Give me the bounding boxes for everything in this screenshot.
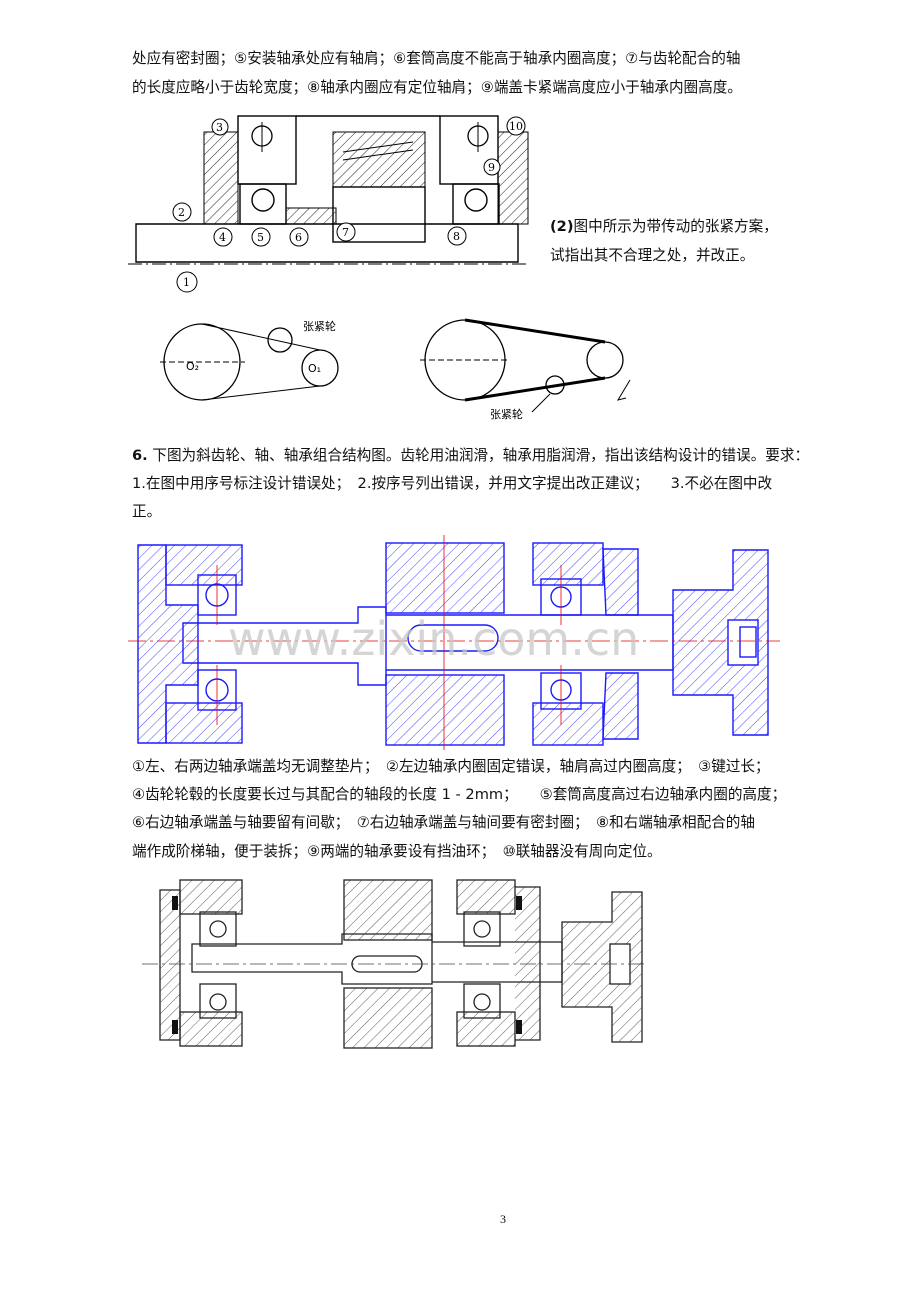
svg-text:5: 5 bbox=[257, 231, 264, 244]
callout-6: 6 bbox=[289, 227, 309, 247]
svg-text:2: 2 bbox=[178, 206, 185, 219]
callout-1: 1 bbox=[176, 271, 198, 293]
figure-gear-shaft-assembly-corrected bbox=[142, 879, 647, 1049]
figure-gear-shaft-assembly-error: www.zixin.com.cn bbox=[128, 535, 780, 750]
question-6-line: 6. 下图为斜齿轮、轴、轴承组合结构图。齿轮用油润滑，轴承用脂润滑，指出该结构设… bbox=[132, 442, 809, 469]
tensioner-label: 张紧轮 bbox=[303, 319, 336, 333]
question-number: (2) bbox=[550, 218, 574, 235]
question-2-line: 试指出其不合理之处，并改正。 bbox=[550, 247, 755, 264]
svg-text:6: 6 bbox=[295, 231, 302, 244]
figure-bearing-assembly: 1 2 3 4 5 6 7 8 9 10 bbox=[128, 115, 529, 293]
callout-5: 5 bbox=[251, 227, 271, 247]
page-number: 3 bbox=[500, 1212, 506, 1226]
callout-10: 10 bbox=[506, 116, 526, 136]
figure-belt-tensioner: O₂ O₁ 张紧轮 张紧轮 bbox=[160, 318, 631, 421]
question-6-line: 正。 bbox=[132, 503, 162, 520]
question-text: 图中所示为带传动的张紧方案， bbox=[573, 218, 778, 235]
text-line: 的长度应略小于齿轮宽度；⑧轴承内圈应有定位轴肩；⑨端盖卡紧端高度应小于轴承内圈高… bbox=[132, 79, 742, 96]
answer-line: ①左、右两边轴承端盖均无调整垫片； ②左边轴承内圈固定错误，轴肩高过内圈高度； … bbox=[132, 758, 770, 775]
question-text: 下图为斜齿轮、轴、轴承组合结构图。齿轮用油润滑，轴承用脂润滑，指出该结构设计的错… bbox=[152, 447, 810, 464]
o1-label: O₁ bbox=[308, 362, 321, 375]
callout-4: 4 bbox=[213, 227, 233, 247]
question-2-line: (2)图中所示为带传动的张紧方案， bbox=[550, 213, 778, 240]
answer-line: ⑥右边轴承端盖与轴要留有间歇； ⑦右边轴承端盖与轴间要有密封圈； ⑧和右端轴承相… bbox=[132, 814, 755, 831]
callout-2: 2 bbox=[172, 202, 192, 222]
svg-text:7: 7 bbox=[342, 226, 349, 239]
svg-text:10: 10 bbox=[509, 120, 523, 133]
svg-text:4: 4 bbox=[219, 231, 226, 244]
callout-7: 7 bbox=[336, 222, 356, 242]
callout-8: 8 bbox=[447, 226, 467, 246]
svg-text:8: 8 bbox=[453, 230, 460, 243]
svg-text:1: 1 bbox=[183, 276, 190, 289]
tensioner-label: 张紧轮 bbox=[490, 407, 523, 421]
answer-line: ④齿轮轮毂的长度要长过与其配合的轴段的长度 1 - 2mm； ⑤套筒高度高过右边… bbox=[132, 786, 787, 803]
svg-text:3: 3 bbox=[216, 121, 223, 134]
answer-line: 端作成阶梯轴，便于装拆；⑨两端的轴承要设有挡油环； ⑩联轴器没有周向定位。 bbox=[132, 843, 662, 860]
text-line: 处应有密封圈；⑤安装轴承处应有轴肩；⑥套筒高度不能高于轴承内圈高度；⑦与齿轮配合… bbox=[132, 50, 741, 67]
question-number: 6. bbox=[132, 447, 148, 464]
question-6-line: 1.在图中用序号标注设计错误处； 2.按序号列出错误，并用文字提出改正建议； 3… bbox=[132, 475, 773, 492]
svg-text:9: 9 bbox=[488, 161, 495, 174]
watermark: www.zixin.com.cn bbox=[228, 612, 639, 666]
o2-label: O₂ bbox=[186, 360, 199, 373]
callout-3: 3 bbox=[211, 118, 229, 136]
callout-9: 9 bbox=[483, 158, 501, 176]
